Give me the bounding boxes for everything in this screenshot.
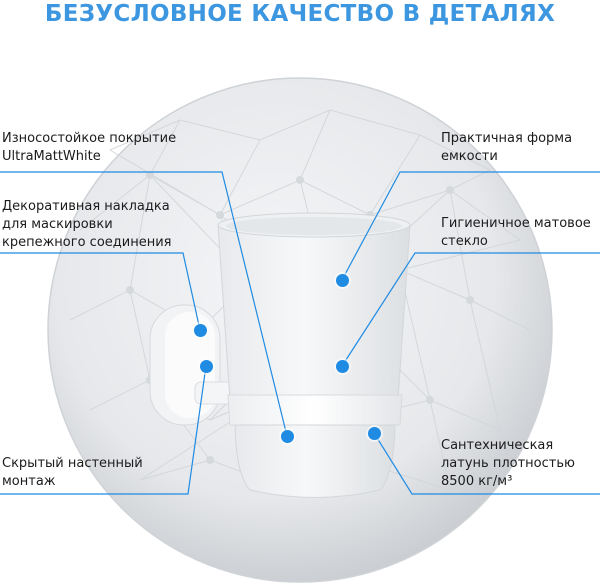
callout-dot-glass <box>336 360 349 373</box>
label-cover: Декоративная накладка для маскировки кре… <box>2 198 171 252</box>
callout-dot-coating <box>281 430 294 443</box>
callout-dot-brass <box>368 427 381 440</box>
label-line: латунь плотностью <box>441 456 575 471</box>
label-line: монтаж <box>2 474 56 489</box>
label-line: UltraMattWhite <box>2 149 101 164</box>
frosted-glass <box>217 212 411 413</box>
holder-ring <box>227 394 403 498</box>
label-line: Сантехническая <box>441 438 554 453</box>
label-line: Гигиеничное матовое <box>441 216 591 231</box>
label-line: 8500 кг/м³ <box>441 474 513 489</box>
label-line: емкости <box>441 149 498 164</box>
label-line: стекло <box>441 234 488 249</box>
label-line: крепежного соединения <box>2 235 172 250</box>
page-title: БЕЗУСЛОВНОЕ КАЧЕСТВО В ДЕТАЛЯХ <box>44 1 556 27</box>
callout-dot-cover <box>194 324 207 337</box>
callout-dot-shape <box>336 274 349 287</box>
label-line: Скрытый настенный <box>2 456 143 471</box>
label-brass: Сантехническая латунь плотностью 8500 кг… <box>441 437 575 491</box>
label-line: для маскировки <box>2 217 113 232</box>
label-line: Декоративная накладка <box>2 199 170 214</box>
callout-dot-mount <box>200 360 213 373</box>
label-line: Износостойкое покрытие <box>2 131 177 146</box>
callout-lines <box>0 171 600 495</box>
label-shape: Практичная форма емкости <box>441 130 572 166</box>
label-line: Практичная форма <box>441 131 573 146</box>
label-coating: Износостойкое покрытие UltraMattWhite <box>2 130 176 166</box>
label-mount: Скрытый настенный монтаж <box>2 455 143 491</box>
label-glass: Гигиеничное матовое стекло <box>441 215 591 251</box>
